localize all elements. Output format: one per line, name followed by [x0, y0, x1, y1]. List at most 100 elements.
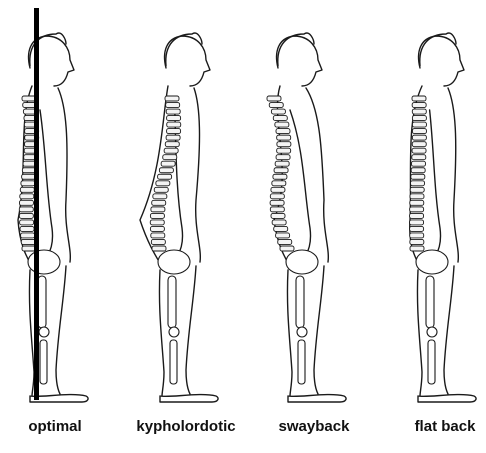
- vertebra: [270, 194, 284, 199]
- figure-flat-back: [410, 33, 477, 402]
- vertebra: [410, 226, 424, 231]
- label-flat-back: flat back: [385, 418, 486, 435]
- pelvis-bone: [158, 250, 190, 274]
- vertebra: [152, 246, 166, 251]
- leg-back-outline: [417, 270, 422, 396]
- plumb-line: [34, 8, 39, 400]
- vertebra: [163, 155, 177, 160]
- vertebra: [166, 109, 180, 114]
- vertebra: [20, 187, 34, 192]
- vertebra: [22, 246, 36, 251]
- vertebra: [274, 226, 288, 231]
- vertebra: [410, 233, 424, 238]
- pelvis-bone: [416, 250, 448, 274]
- vertebra: [410, 194, 424, 199]
- vertebra: [273, 174, 287, 179]
- foot-outline: [418, 395, 476, 402]
- vertebra: [272, 181, 286, 186]
- knee-bone: [39, 327, 49, 337]
- vertebra: [278, 239, 292, 244]
- label-optimal: optimal: [0, 418, 115, 435]
- hair-outline: [166, 33, 202, 66]
- vertebra: [159, 168, 173, 173]
- vertebra: [19, 213, 33, 218]
- vertebra: [412, 155, 426, 160]
- vertebra: [20, 194, 34, 199]
- knee-bone: [297, 327, 307, 337]
- tibia-bone: [298, 340, 305, 384]
- vertebra: [167, 122, 181, 127]
- pelvis-bone: [286, 250, 318, 274]
- vertebra: [412, 129, 426, 134]
- vertebra: [20, 226, 34, 231]
- chest-outline: [194, 88, 200, 262]
- vertebra: [412, 142, 426, 147]
- vertebra: [150, 226, 164, 231]
- vertebra: [167, 116, 181, 121]
- vertebra: [410, 239, 424, 244]
- hair-outline: [420, 33, 456, 66]
- vertebra: [412, 116, 426, 121]
- vertebra: [276, 155, 290, 160]
- vertebra: [277, 135, 291, 140]
- leg-back-outline: [159, 270, 164, 396]
- tibia-bone: [170, 340, 177, 384]
- vertebra: [21, 239, 35, 244]
- vertebra: [150, 213, 164, 218]
- vertebra: [165, 96, 179, 101]
- vertebra: [158, 174, 172, 179]
- label-kypholordotic: kypholordotic: [126, 418, 246, 435]
- figure-kypholordotic: [140, 33, 218, 402]
- vertebra: [270, 207, 284, 212]
- vertebra: [412, 122, 426, 127]
- vertebra: [411, 174, 425, 179]
- vertebra: [410, 207, 424, 212]
- vertebra: [276, 129, 290, 134]
- vertebra: [154, 187, 168, 192]
- vertebra: [276, 233, 290, 238]
- vertebra: [411, 161, 425, 166]
- chest-outline: [448, 88, 458, 262]
- figure-swayback: [267, 33, 346, 402]
- vertebra: [410, 187, 424, 192]
- chest-outline: [58, 88, 70, 262]
- vertebra: [166, 135, 180, 140]
- tibia-bone: [40, 340, 47, 384]
- vertebra: [165, 142, 179, 147]
- vertebra: [151, 233, 165, 238]
- vertebra: [412, 103, 426, 108]
- vertebra: [271, 187, 285, 192]
- vertebra: [277, 148, 291, 153]
- vertebra: [269, 103, 283, 108]
- vertebra: [19, 207, 33, 212]
- vertebra: [164, 148, 178, 153]
- arm-outline: [430, 110, 441, 258]
- label-swayback: swayback: [254, 418, 374, 435]
- vertebra: [151, 239, 165, 244]
- vertebra: [271, 109, 285, 114]
- chest-outline: [306, 88, 328, 262]
- vertebra: [167, 129, 181, 134]
- vertebra: [411, 181, 425, 186]
- vertebra: [410, 246, 424, 251]
- leg-front-outline: [444, 266, 454, 394]
- vertebra: [411, 168, 425, 173]
- vertebra: [275, 122, 289, 127]
- femur-bone: [38, 276, 46, 328]
- arm-outline: [290, 110, 311, 258]
- tibia-bone: [428, 340, 435, 384]
- vertebra: [151, 207, 165, 212]
- leg-front-outline: [186, 266, 196, 394]
- arm-outline: [40, 110, 53, 258]
- vertebra: [274, 168, 288, 173]
- vertebra: [153, 194, 167, 199]
- leg-back-outline: [287, 270, 292, 396]
- femur-bone: [426, 276, 434, 328]
- vertebra: [412, 96, 426, 101]
- leg-back-outline: [29, 270, 34, 396]
- vertebra: [22, 174, 36, 179]
- foot-outline: [288, 395, 346, 402]
- vertebra: [150, 220, 164, 225]
